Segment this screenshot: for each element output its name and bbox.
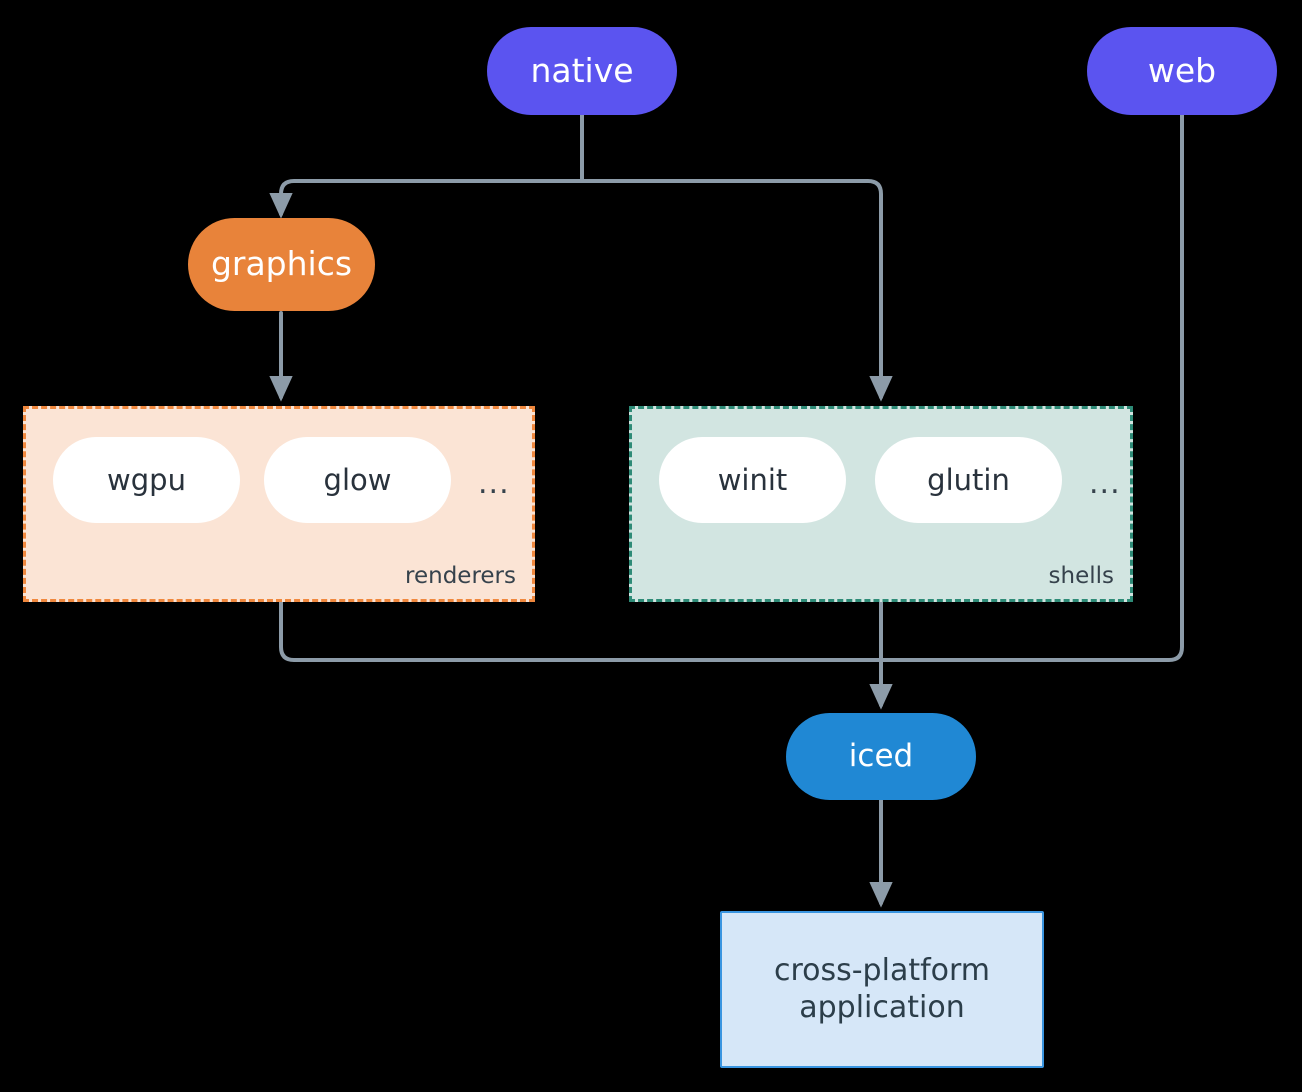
renderers-overflow-ellipsis: ... — [478, 466, 510, 501]
application-label-line1: cross-platform — [773, 952, 991, 988]
node-cross-platform-application[interactable]: cross-platform application — [720, 911, 1044, 1068]
edge-native-to-graphics — [269, 179, 584, 219]
leaf-glow-label: glow — [323, 463, 392, 497]
node-iced-label: iced — [848, 737, 914, 774]
shells-overflow-ellipsis: ... — [1089, 466, 1121, 501]
leaf-glow[interactable]: glow — [264, 437, 451, 523]
node-graphics-label: graphics — [210, 244, 353, 284]
leaf-wgpu-label: wgpu — [107, 463, 186, 497]
leaf-wgpu[interactable]: wgpu — [53, 437, 240, 523]
group-shells: winit glutin ... shells — [629, 406, 1133, 602]
leaf-winit-label: winit — [717, 463, 788, 497]
node-native[interactable]: native — [487, 27, 677, 115]
node-graphics[interactable]: graphics — [188, 218, 375, 311]
group-shells-label: shells — [1048, 563, 1114, 589]
group-renderers: wgpu glow ... renderers — [23, 406, 535, 602]
edge-native-to-shells — [580, 179, 893, 402]
node-web-label: web — [1147, 50, 1217, 90]
leaf-glutin[interactable]: glutin — [875, 437, 1062, 523]
node-native-label: native — [530, 50, 634, 90]
leaf-winit[interactable]: winit — [659, 437, 846, 523]
group-renderers-label: renderers — [405, 563, 516, 589]
edge-renderers-to-iced — [279, 600, 883, 662]
application-label-line2: application — [799, 989, 965, 1025]
leaf-glutin-label: glutin — [927, 463, 1010, 497]
node-iced[interactable]: iced — [786, 713, 976, 800]
node-web[interactable]: web — [1087, 27, 1277, 115]
